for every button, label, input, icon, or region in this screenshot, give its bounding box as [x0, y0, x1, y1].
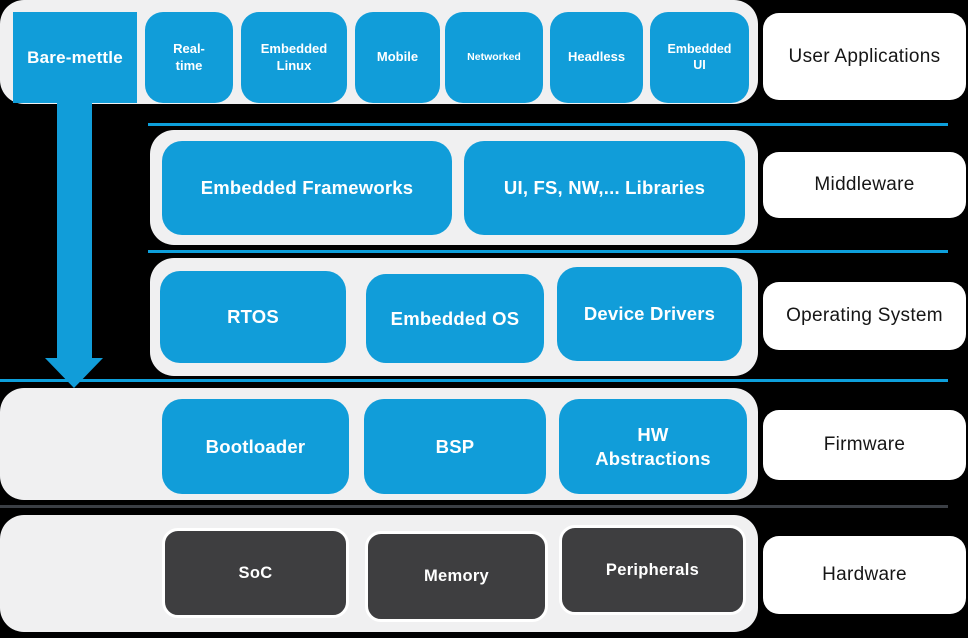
- down-arrow-icon: [45, 358, 103, 388]
- box-device-drivers: Device Drivers: [557, 267, 742, 361]
- separator-userapps-middleware: [148, 123, 948, 126]
- box-hw-abstractions: HW Abstractions: [559, 399, 747, 494]
- box-bootloader: Bootloader: [162, 399, 349, 494]
- label-user-applications: User Applications: [763, 13, 966, 100]
- chip-networked: Networked: [445, 12, 543, 103]
- box-bsp: BSP: [364, 399, 546, 494]
- chip-bare-mettle: Bare-mettle: [13, 12, 137, 103]
- box-rtos: RTOS: [160, 271, 346, 363]
- chip-embedded-linux: Embedded Linux: [241, 12, 347, 103]
- separator-firmware-hardware: [0, 505, 948, 508]
- chip-embedded-ui: Embedded UI: [650, 12, 749, 103]
- label-middleware: Middleware: [763, 152, 966, 218]
- box-ui-fs-nw-libraries: UI, FS, NW,... Libraries: [464, 141, 745, 235]
- box-embedded-os: Embedded OS: [366, 274, 544, 363]
- label-firmware: Firmware: [763, 410, 966, 480]
- chip-mobile: Mobile: [355, 12, 440, 103]
- chip-headless: Headless: [550, 12, 643, 103]
- box-memory: Memory: [365, 531, 548, 622]
- separator-os-firmware: [0, 379, 948, 382]
- label-operating-system: Operating System: [763, 282, 966, 350]
- separator-middleware-os: [148, 250, 948, 253]
- down-arrow-shaft: [57, 88, 92, 358]
- label-hardware: Hardware: [763, 536, 966, 614]
- chip-real-time: Real- time: [145, 12, 233, 103]
- box-embedded-frameworks: Embedded Frameworks: [162, 141, 452, 235]
- box-soc: SoC: [162, 528, 349, 618]
- box-peripherals: Peripherals: [559, 525, 746, 615]
